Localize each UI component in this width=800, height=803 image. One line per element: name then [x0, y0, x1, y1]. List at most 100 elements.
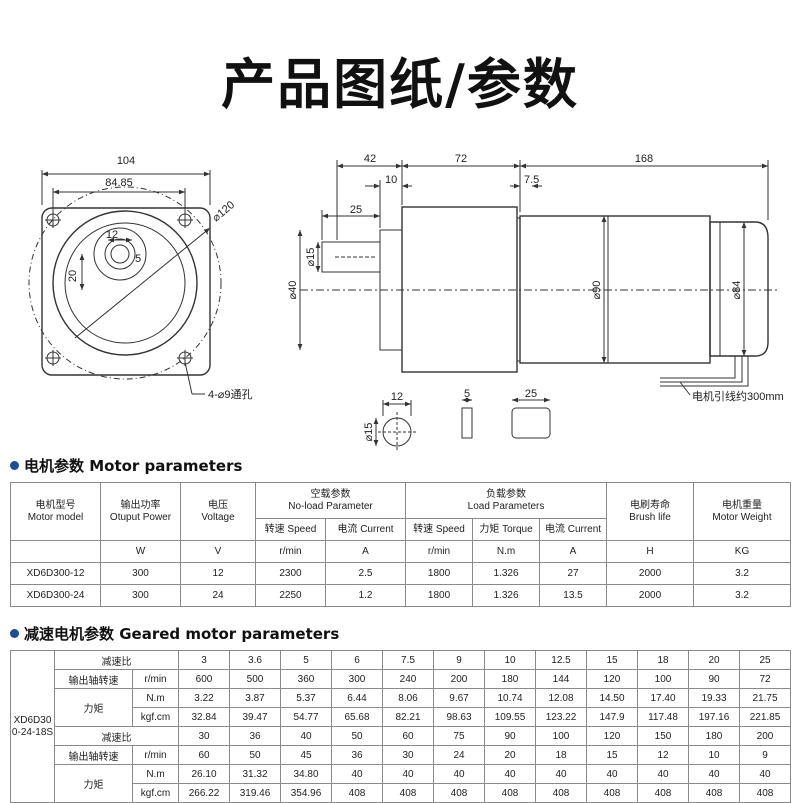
value-cell: 18	[637, 650, 689, 670]
unit-cell: N.m	[132, 764, 179, 784]
value-cell: 120	[586, 726, 638, 746]
value-cell: 40	[586, 764, 638, 784]
value-cell: 75	[433, 726, 485, 746]
lead-label: 电机引线约300mm	[692, 389, 784, 403]
dim-12: 12	[106, 229, 118, 241]
value-cell: 45	[280, 745, 332, 765]
value-cell: 240	[382, 669, 434, 689]
dim-84: ⌀84	[731, 281, 743, 300]
value-cell: 360	[280, 669, 332, 689]
value-cell: 50	[229, 745, 281, 765]
dim-168: 168	[635, 153, 653, 165]
value-cell: 40	[688, 764, 740, 784]
h-current1: 电流 Current	[324, 518, 407, 541]
model-cell: XD6D300-24-18S	[10, 650, 55, 803]
value-cell: 6	[331, 650, 383, 670]
value-cell: 12	[637, 745, 689, 765]
value-cell: 54.77	[280, 707, 332, 727]
side-view	[297, 160, 780, 396]
value-cell: 200	[739, 726, 791, 746]
value-cell: 3	[178, 650, 230, 670]
value-cell: 40	[637, 764, 689, 784]
value-cell: 60	[382, 726, 434, 746]
value-cell: 200	[433, 669, 485, 689]
h-speed2: 转速 Speed	[405, 518, 474, 541]
value-cell: 20	[688, 650, 740, 670]
motor-section-title: 电机参数 Motor parameters	[10, 455, 242, 476]
value-cell: 82.21	[382, 707, 434, 727]
value-cell: 40	[484, 764, 536, 784]
value-cell: 300	[331, 669, 383, 689]
h-speed1: 转速 Speed	[255, 518, 326, 541]
holes-label: 4-⌀9通孔	[208, 388, 253, 401]
value-cell: 180	[484, 669, 536, 689]
speed-label: 输出轴转速	[54, 745, 133, 765]
value-cell: 100	[535, 726, 587, 746]
value-cell: 5	[280, 650, 332, 670]
value-cell: 10	[484, 650, 536, 670]
dim-15: ⌀15	[305, 248, 317, 267]
value-cell: 12.5	[535, 650, 587, 670]
torque-label: 力矩	[54, 764, 133, 803]
dim-40: ⌀40	[287, 281, 299, 300]
value-cell: 26.10	[178, 764, 230, 784]
unit-cell: kgf.cm	[132, 707, 179, 727]
dim-120: ⌀120	[210, 199, 237, 224]
ratio-label: 减速比	[54, 650, 179, 670]
value-cell: 15	[586, 650, 638, 670]
bullet-icon	[10, 461, 19, 470]
value-cell: 60	[178, 745, 230, 765]
detail-views	[373, 397, 551, 450]
geared-section-title: 减速电机参数 Geared motor parameters	[10, 623, 339, 644]
h-current2: 电流 Current	[539, 518, 608, 541]
value-cell: 21.75	[739, 688, 791, 708]
value-cell: 30	[382, 745, 434, 765]
value-cell: 221.85	[739, 707, 791, 727]
value-cell: 40	[433, 764, 485, 784]
value-cell: 500	[229, 669, 281, 689]
value-cell: 40	[280, 726, 332, 746]
value-cell: 32.84	[178, 707, 230, 727]
value-cell: 144	[535, 669, 587, 689]
unit-cell: r/min	[132, 745, 179, 765]
dim-10: 10	[385, 174, 397, 186]
value-cell: 117.48	[637, 707, 689, 727]
value-cell: 36	[331, 745, 383, 765]
dim-104: 104	[117, 155, 135, 167]
value-cell: 40	[739, 764, 791, 784]
torque-label: 力矩	[54, 688, 133, 727]
value-cell: 197.16	[688, 707, 740, 727]
bullet-icon	[10, 629, 19, 638]
value-cell: 90	[688, 669, 740, 689]
value-cell: 20	[484, 745, 536, 765]
value-cell: 39.47	[229, 707, 281, 727]
unit-cell: r/min	[132, 669, 179, 689]
value-cell: 3.22	[178, 688, 230, 708]
value-cell: 90	[484, 726, 536, 746]
value-cell: 7.5	[382, 650, 434, 670]
speed-label: 输出轴转速	[54, 669, 133, 689]
value-cell: 147.9	[586, 707, 638, 727]
value-cell: 72	[739, 669, 791, 689]
detail-dim-5: 5	[464, 388, 470, 400]
value-cell: 12.08	[535, 688, 587, 708]
value-cell: 9	[433, 650, 485, 670]
value-cell: 25	[739, 650, 791, 670]
value-cell: 40	[331, 764, 383, 784]
unit-cell: N.m	[132, 688, 179, 708]
page-title: 产品图纸/参数	[221, 53, 579, 116]
value-cell: 8.06	[382, 688, 434, 708]
